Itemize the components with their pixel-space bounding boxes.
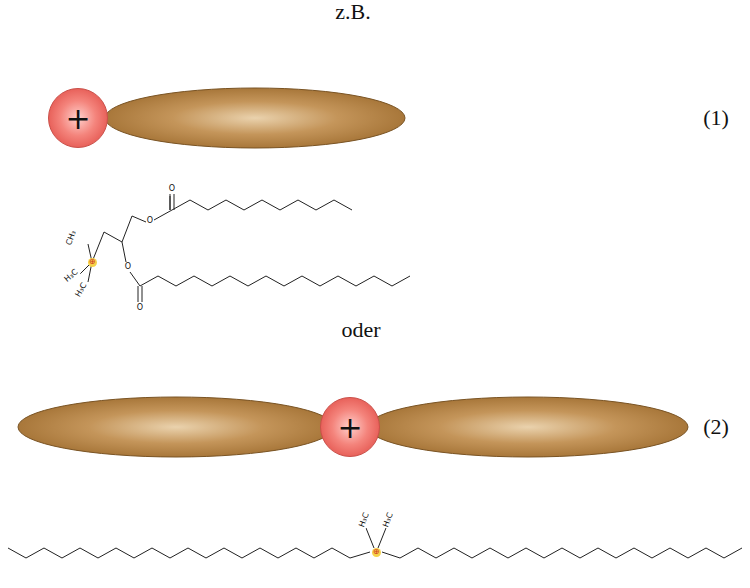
atom-label: H₃C (357, 511, 370, 530)
bond (92, 216, 146, 262)
atom-label: H₃C (63, 268, 81, 285)
bond (122, 242, 126, 262)
atom-label: O (136, 304, 144, 312)
chain (140, 276, 410, 286)
lipid-tail (18, 397, 334, 457)
bond (366, 528, 374, 548)
caption-text: oder (341, 319, 380, 341)
chain (8, 548, 370, 558)
atom-label: ⊕ (372, 548, 381, 557)
circle-shape (321, 398, 380, 457)
structure-1 (80, 194, 410, 302)
double-bond (138, 286, 142, 302)
bond (154, 210, 172, 220)
head-group-circle: + (48, 88, 108, 148)
charge-sign: + (48, 88, 108, 148)
double-bond (170, 194, 174, 210)
atom-label: H₃C (74, 281, 89, 300)
atom-label: ⊕ (88, 258, 97, 267)
chain (382, 548, 742, 558)
callout-number: (2) (703, 416, 729, 438)
bond (130, 272, 140, 286)
lipid-tail (105, 88, 405, 148)
lipid-tail (368, 397, 688, 457)
structure-2 (8, 528, 742, 558)
circle-shape (49, 89, 108, 148)
callout-number: (1) (703, 107, 729, 129)
charge-sign: + (320, 397, 380, 457)
atom-label: O (168, 185, 176, 193)
atom-label: CH₃ (65, 229, 78, 248)
chain (172, 200, 352, 210)
atom-label: O (146, 217, 154, 225)
caption-text: z.B. (335, 1, 370, 23)
bond (378, 528, 386, 548)
head-group-circle: + (320, 397, 380, 457)
atom-label: O (124, 263, 132, 271)
atom-label: H₃C (381, 511, 394, 530)
